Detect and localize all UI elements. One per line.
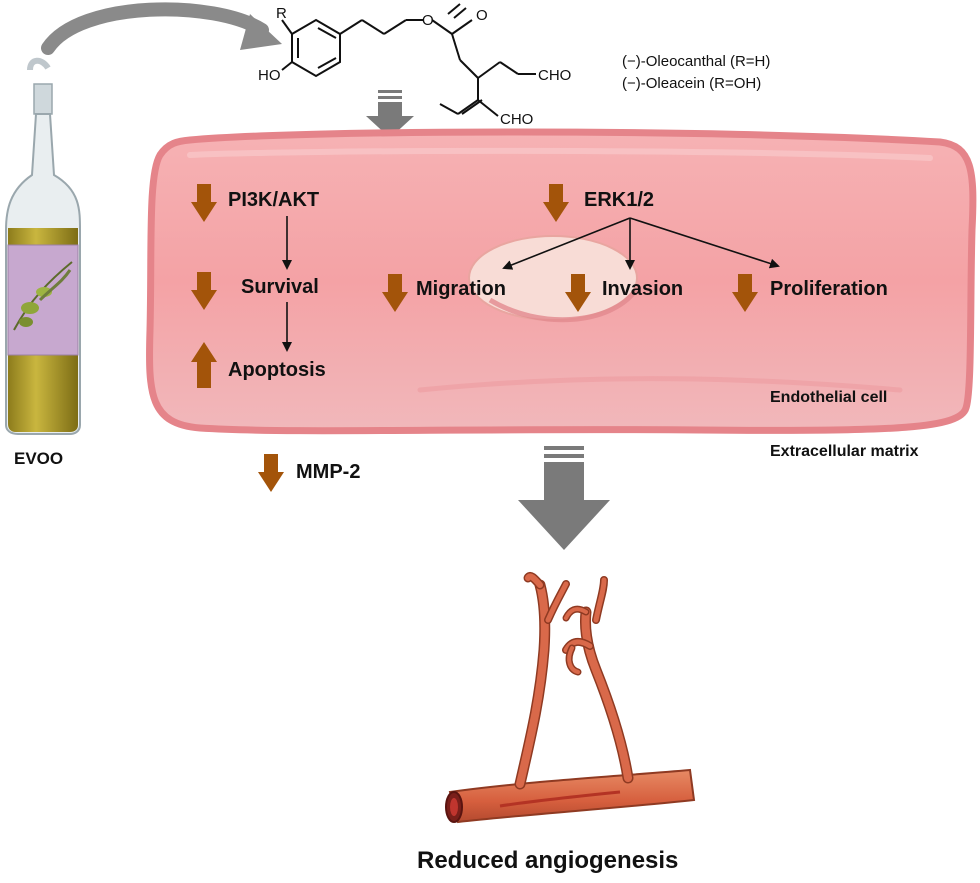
carbonyl-oxygen-label: O <box>476 7 488 24</box>
apoptosis-up-arrow-icon <box>191 342 217 388</box>
curved-arrow <box>41 2 282 55</box>
endothelial-cell <box>146 128 977 435</box>
aldehyde-label-1: CHO <box>538 67 571 84</box>
apoptosis-label: Apoptosis <box>228 359 326 381</box>
molecule-to-cell-arrow <box>366 90 414 138</box>
ester-oxygen-label: O <box>422 12 434 29</box>
pi3k-akt-label: PI3K/AKT <box>228 189 319 211</box>
pi3k-down-arrow-icon <box>191 184 217 222</box>
invasion-label: Invasion <box>602 278 683 300</box>
migration-down-arrow-icon <box>382 274 408 312</box>
cell-label: Endothelial cell <box>770 389 887 406</box>
regulation-arrows <box>191 184 758 492</box>
outcome-arrow <box>518 446 610 550</box>
invasion-down-arrow-icon <box>565 274 591 312</box>
proliferation-down-arrow-icon <box>732 274 758 312</box>
bottle-label-band <box>7 244 79 356</box>
blood-vessel-icon <box>445 571 696 824</box>
survival-down-arrow-icon <box>191 272 217 310</box>
outcome-label: Reduced angiogenesis <box>417 847 678 874</box>
proliferation-label: Proliferation <box>770 278 888 300</box>
mmp-down-arrow-icon <box>258 454 284 492</box>
hydroxyl-label: HO <box>258 67 281 84</box>
extracellular-matrix-label: Extracellular matrix <box>770 443 919 460</box>
evoo-label: EVOO <box>14 449 63 468</box>
oil-bottle <box>5 57 81 435</box>
compound-name-2: (−)-Oleacein (R=OH) <box>622 75 761 92</box>
compound-name-1: (−)-Oleocanthal (R=H) <box>622 53 770 70</box>
r-group-label: R <box>276 5 287 22</box>
molecule-structure <box>281 3 536 117</box>
erk-label: ERK1/2 <box>584 189 654 211</box>
survival-label: Survival <box>241 276 319 298</box>
signaling-arrows <box>282 216 780 352</box>
mmp2-label: MMP-2 <box>296 461 360 483</box>
erk-down-arrow-icon <box>543 184 569 222</box>
aldehyde-label-2: CHO <box>500 111 533 128</box>
migration-label: Migration <box>416 278 506 300</box>
